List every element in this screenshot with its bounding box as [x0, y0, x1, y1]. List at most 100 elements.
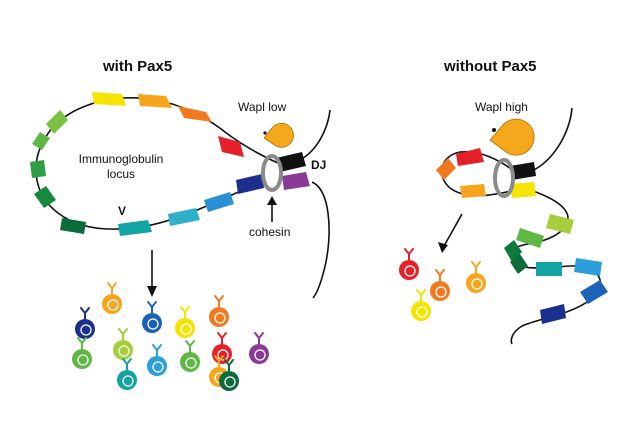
antibody-icon — [404, 248, 414, 261]
v-segment-green-2 — [30, 160, 46, 178]
antibody-icon — [224, 359, 234, 372]
cell-body — [212, 344, 232, 364]
r-segment-lime-1 — [546, 214, 574, 234]
v-segment-black — [276, 152, 306, 172]
cohesin-ring — [261, 154, 283, 192]
cell-body — [209, 307, 229, 327]
b-cell-population-diverse — [72, 282, 269, 391]
dj-segment-label: DJ — [311, 158, 327, 172]
r-segment-teal — [536, 262, 562, 276]
b-cell-restricted-1 — [399, 248, 419, 280]
antibody-icon — [254, 332, 264, 345]
antibody-icon — [214, 295, 224, 308]
b-cell-7 — [72, 337, 92, 369]
left-panel — [30, 92, 331, 391]
cell-body — [411, 301, 431, 321]
cell-nucleus — [185, 357, 197, 369]
r-segment-orange-1 — [436, 158, 456, 180]
cell-nucleus — [77, 354, 89, 366]
r-segment-blue — [580, 280, 608, 304]
b-cell-restricted-4 — [411, 289, 431, 321]
r-segment-black — [510, 162, 536, 180]
cell-nucleus — [122, 375, 134, 387]
cell-nucleus — [214, 312, 226, 324]
v-segment-sky-2 — [204, 192, 234, 212]
r-segment-forest — [510, 254, 528, 274]
cell-body — [117, 370, 137, 390]
antibody-icon — [180, 306, 190, 319]
b-cell-14 — [219, 359, 239, 391]
b-cell-population-restricted — [399, 248, 486, 321]
r-segment-yellow — [510, 182, 536, 198]
antibody-icon — [147, 301, 157, 314]
v-segment-lime — [46, 110, 68, 134]
v-segment-green-1 — [32, 132, 50, 150]
cell-body — [430, 281, 450, 301]
b-cell-10 — [212, 332, 232, 364]
left-down-arrow-head — [147, 286, 157, 297]
wapl-high-pacman-icon — [489, 118, 535, 156]
b-cell-3 — [75, 307, 95, 339]
cell-body — [180, 352, 200, 372]
right-diagonal-arrow-shaft — [443, 213, 463, 247]
antibody-icon — [217, 332, 227, 345]
v-segment-red — [218, 136, 244, 157]
cell-nucleus — [224, 376, 236, 388]
cell-nucleus — [217, 349, 229, 361]
left-panel-title: with Pax5 — [103, 58, 173, 75]
r-segment-navy — [540, 304, 566, 324]
b-cell-9 — [180, 340, 200, 372]
v-segment-sky-1 — [168, 208, 200, 226]
v-segment-dark-green — [60, 218, 86, 234]
right-upper-tail — [529, 107, 573, 173]
antibody-icon — [435, 269, 445, 282]
cohesin-label: cohesin — [249, 225, 291, 239]
antibody-icon — [77, 337, 87, 350]
b-cell-6 — [113, 328, 133, 360]
cell-body — [147, 356, 167, 376]
cell-body — [113, 340, 133, 360]
cell-body — [102, 294, 122, 314]
right-panel — [399, 107, 608, 345]
b-cell-11 — [249, 332, 269, 364]
v-segment-yellow — [92, 92, 126, 106]
right-gene-segments — [436, 148, 608, 324]
right-extended-strand — [510, 189, 602, 345]
cell-nucleus — [416, 306, 428, 318]
antibody-icon — [118, 328, 128, 341]
cell-nucleus — [118, 345, 130, 357]
antibody-icon — [185, 340, 195, 353]
cell-nucleus — [147, 318, 159, 330]
right-panel-title: without Pax5 — [444, 58, 537, 75]
b-cell-12 — [117, 358, 137, 390]
cell-nucleus — [152, 361, 164, 373]
b-cell-8 — [147, 344, 167, 376]
lower-strand — [311, 181, 330, 299]
right-cohesin-ring — [493, 158, 515, 198]
cohesin-arrow-head — [267, 196, 277, 205]
antibody-icon — [107, 282, 117, 295]
cell-body — [249, 344, 269, 364]
cell-nucleus — [180, 323, 192, 335]
wapl-low-pacman-icon — [263, 122, 294, 148]
cell-body — [399, 260, 419, 280]
cell-nucleus — [471, 278, 483, 290]
r-segment-red — [456, 148, 484, 166]
v-segment-orange-2 — [138, 94, 172, 108]
wapl-high-label: Wapl high — [475, 100, 528, 114]
r-segment-sky — [574, 258, 602, 276]
b-cell-restricted-3 — [466, 261, 486, 293]
b-cell-restricted-2 — [430, 269, 450, 301]
v-segment-teal — [118, 220, 152, 236]
dj-upper-strand — [299, 109, 331, 161]
b-cell-4 — [142, 301, 162, 333]
wapl-low-label: Wapl low — [238, 100, 287, 114]
locus-label-line1: Immunoglobulin — [78, 152, 164, 166]
cell-body — [142, 313, 162, 333]
antibody-icon — [214, 355, 224, 368]
cell-body — [72, 349, 92, 369]
v-segment-orange-1 — [178, 106, 212, 122]
v-segment-navy — [236, 174, 264, 194]
